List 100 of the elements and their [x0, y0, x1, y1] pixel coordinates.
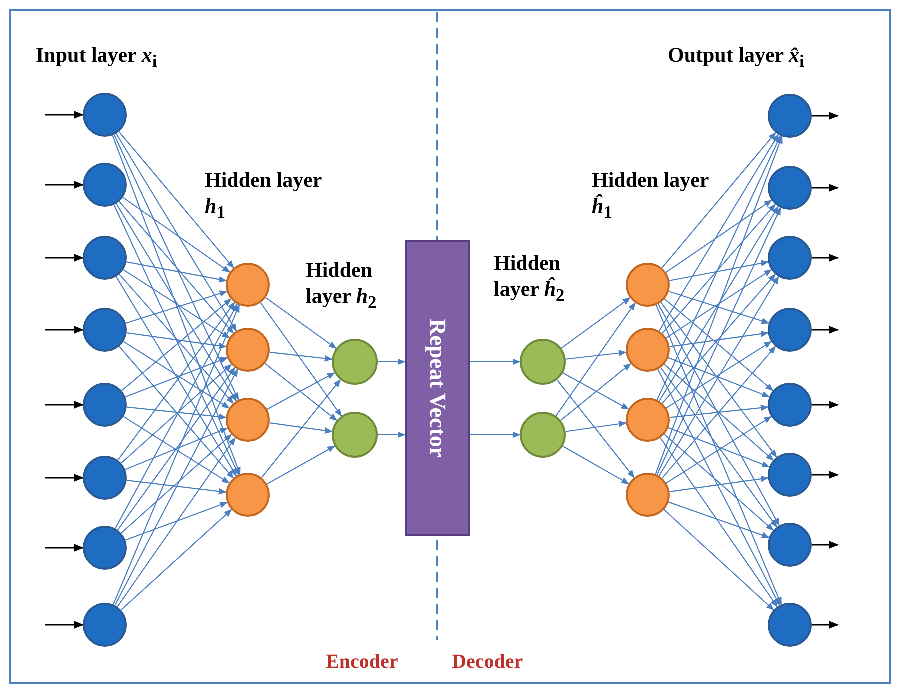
section-label: Decoder: [452, 650, 524, 675]
arrow: [112, 135, 241, 476]
arrow: [123, 341, 230, 409]
arrow: [125, 502, 228, 541]
arrow: [812, 112, 839, 120]
arrow: [119, 346, 234, 479]
arrow: [668, 291, 770, 324]
neuron-circle: [332, 412, 378, 458]
arrow: [670, 330, 769, 348]
arrow: [812, 541, 839, 549]
arrow: [560, 363, 632, 421]
arrow: [662, 346, 776, 479]
arrow: [122, 197, 231, 273]
arrow: [266, 446, 336, 485]
neuron-circle: [626, 473, 670, 517]
arrow: [812, 184, 839, 192]
arrow: [125, 428, 228, 470]
repeat-vector-block: Repeat Vector: [405, 240, 470, 536]
arrow: [812, 254, 839, 262]
arrow: [666, 416, 772, 484]
arrow: [666, 200, 772, 274]
neuron-circle: [226, 473, 270, 517]
neuron-circle: [768, 236, 812, 280]
arrow: [261, 379, 342, 478]
neuron-circle: [83, 603, 127, 647]
arrow: [45, 621, 84, 629]
neuron-circle: [626, 328, 670, 372]
neuron-circle: [626, 398, 670, 442]
arrow: [470, 358, 521, 366]
arrow: [668, 357, 770, 398]
arrow: [556, 380, 635, 478]
section-label: Encoder: [326, 650, 398, 675]
arrow: [125, 357, 228, 398]
arrow: [266, 297, 337, 350]
neuron-circle: [332, 339, 378, 385]
neuron-circle: [520, 339, 566, 385]
neuron-circle: [226, 328, 270, 372]
neuron-circle: [768, 453, 812, 497]
arrow: [812, 471, 839, 479]
arrow: [659, 206, 779, 402]
neuron-circle: [768, 308, 812, 352]
arrow: [666, 341, 772, 409]
arrow: [126, 480, 227, 495]
neuron-circle: [626, 263, 670, 307]
neuron-circle: [768, 383, 812, 427]
arrow: [264, 363, 338, 422]
arrow: [123, 416, 230, 484]
arrow: [115, 304, 238, 529]
arrow: [114, 368, 238, 606]
layer-label: Hidden layer ĥ$_{1}$: [592, 167, 710, 224]
arrow: [658, 304, 780, 526]
arrow: [114, 204, 240, 476]
arrow: [662, 132, 776, 268]
arrow: [116, 134, 238, 332]
layer-label: Input layer x$_{i}$: [36, 42, 158, 74]
arrow: [45, 254, 84, 262]
neuron-circle: [768, 523, 812, 567]
arrow: [126, 290, 228, 324]
arrow: [117, 437, 236, 608]
arrow: [562, 372, 630, 410]
arrow: [45, 181, 84, 189]
arrow: [812, 621, 839, 629]
arrow: [126, 332, 227, 350]
arrow: [670, 404, 769, 418]
arrow: [270, 422, 334, 434]
neuron-circle: [83, 383, 127, 427]
arrow: [664, 298, 774, 392]
arrow: [45, 326, 84, 334]
neuron-circle: [83, 526, 127, 570]
arrow: [566, 350, 627, 360]
neuron-circle: [83, 308, 127, 352]
arrow: [656, 305, 782, 606]
neuron-circle: [83, 236, 127, 280]
arrow: [670, 260, 770, 282]
arrow: [45, 544, 84, 552]
arrow: [561, 298, 631, 349]
neuron-circle: [226, 398, 270, 442]
arrow: [670, 476, 769, 492]
layer-label: Hidden layer h$_{1}$: [205, 167, 323, 224]
arrow: [118, 131, 234, 269]
neuron-circle: [83, 163, 127, 207]
arrow: [119, 201, 234, 334]
layer-label: Output layer x̂$_{i}$: [668, 42, 804, 74]
arrow: [270, 352, 333, 362]
arrow: [658, 369, 780, 606]
neuron-circle: [768, 94, 812, 138]
arrow: [668, 427, 770, 468]
arrow: [656, 207, 782, 476]
layer-label: Hidden layer ĥ$_{2}$: [494, 250, 566, 308]
arrow: [117, 367, 236, 530]
neuron-circle: [520, 412, 566, 458]
arrow: [656, 135, 782, 400]
neuron-circle: [83, 93, 127, 137]
neuron-circle: [226, 263, 270, 307]
arrow: [658, 276, 780, 476]
layer-label: Hidden layer h$_{2}$: [306, 257, 378, 314]
arrow: [260, 302, 342, 417]
arrow: [123, 269, 230, 339]
arrow: [120, 509, 232, 611]
arrow: [566, 420, 628, 432]
